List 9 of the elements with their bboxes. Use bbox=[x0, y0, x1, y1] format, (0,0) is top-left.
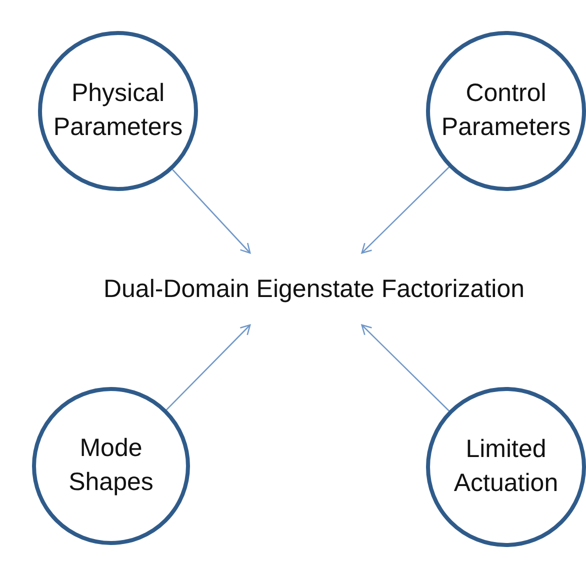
node-label: Control Parameters bbox=[441, 78, 571, 143]
arrow bbox=[166, 324, 251, 410]
node-label: Limited Actuation bbox=[452, 434, 560, 499]
node-label: Physical Parameters bbox=[53, 78, 183, 143]
central-label: Dual-Domain Eigenstate Factorization bbox=[103, 274, 525, 304]
arrow bbox=[172, 169, 251, 254]
node-label: Mode Shapes bbox=[68, 433, 154, 498]
arrow bbox=[361, 324, 450, 412]
arrow bbox=[361, 166, 450, 254]
